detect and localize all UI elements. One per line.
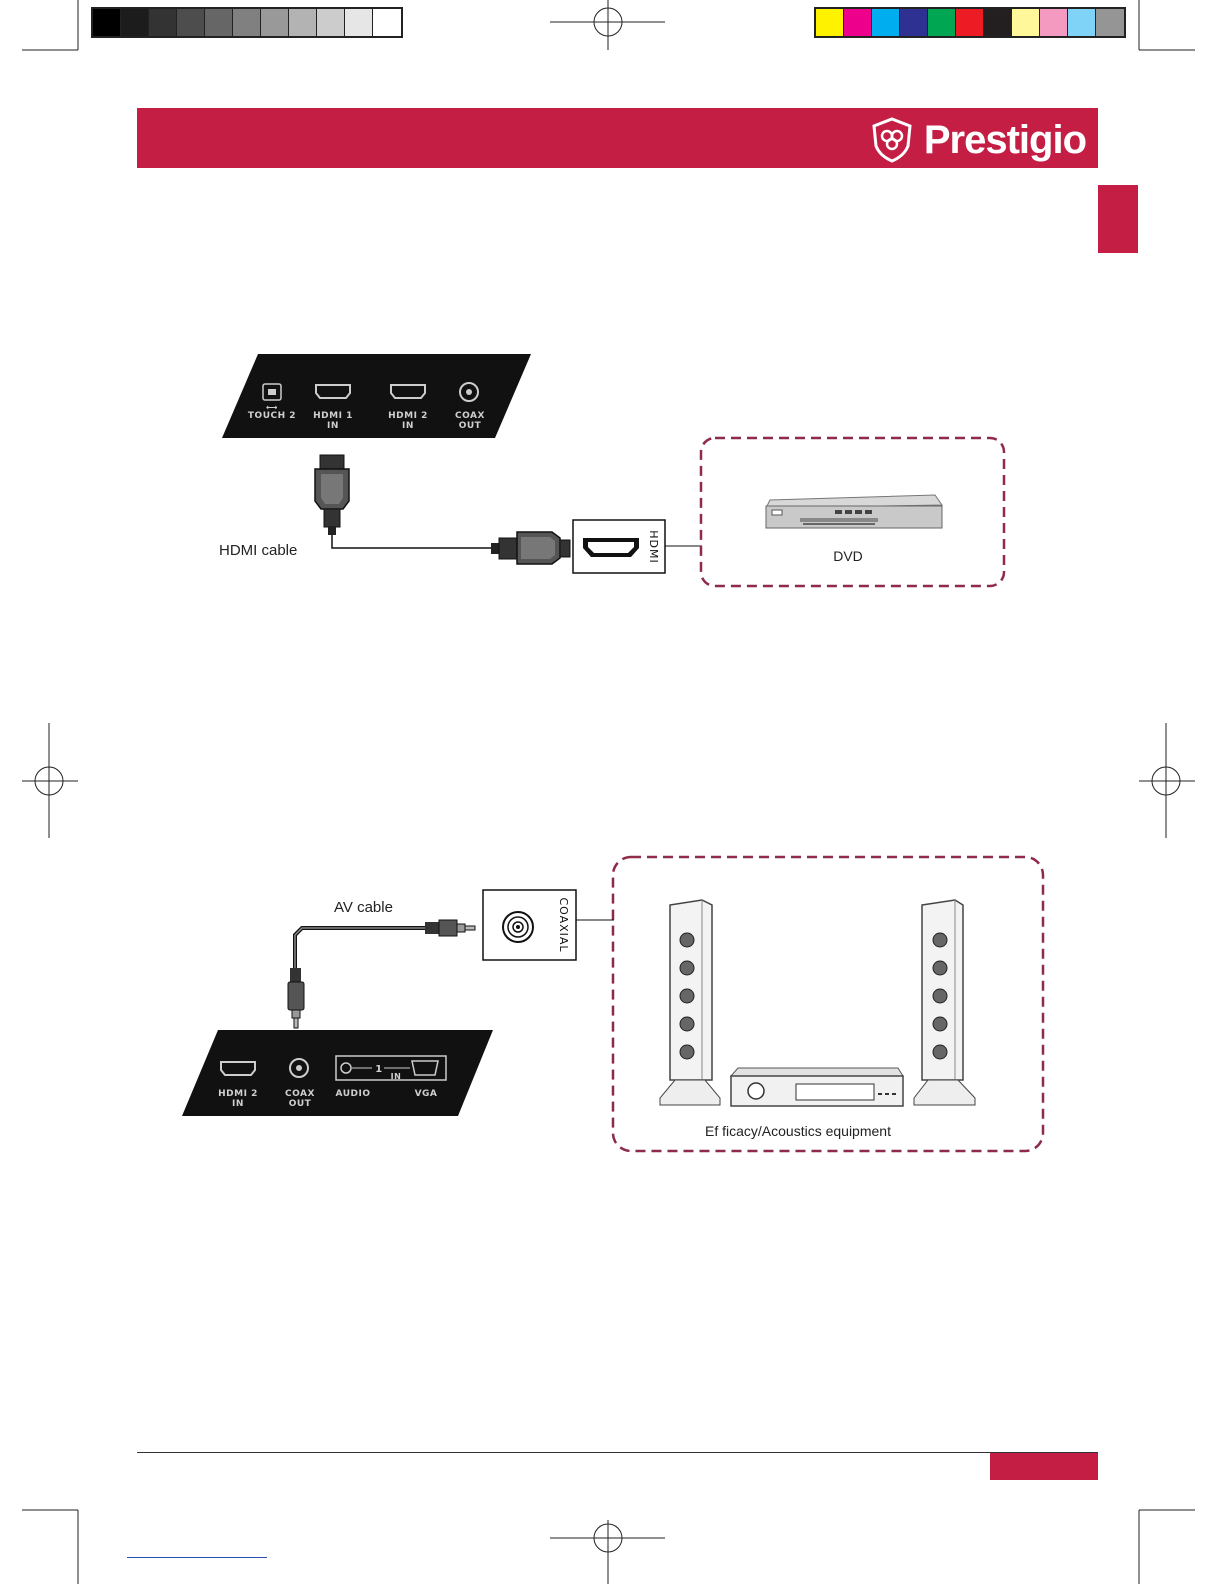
socket-label: COAXIAL — [557, 897, 570, 952]
port-label: IN — [327, 421, 339, 431]
diagram-coaxial-connection: COAXIAL 1 IN HDMI 2 IN COAX OUT AUDIO VG… — [0, 840, 1224, 1180]
speaker-icon — [660, 900, 720, 1105]
footer-divider — [137, 1452, 1098, 1453]
device-label: Ef ficacy/Acoustics equipment — [705, 1123, 891, 1139]
port-label: VGA — [415, 1089, 438, 1099]
speaker-icon — [914, 900, 975, 1105]
input-group-number: 1 — [375, 1064, 382, 1075]
rca-plug-icon — [425, 920, 475, 936]
port-label: IN — [232, 1099, 244, 1109]
rca-plug-icon — [288, 968, 304, 1028]
cable-label: AV cable — [334, 899, 393, 916]
device-label: DVD — [833, 548, 863, 564]
cable-label: HDMI cable — [219, 542, 297, 559]
footer-page-tab — [990, 1453, 1098, 1480]
dvd-player-icon — [766, 495, 942, 528]
port-label: COAX — [285, 1089, 315, 1099]
port-label: COAX — [455, 411, 485, 421]
port-label: IN — [402, 421, 414, 431]
av-cable-line — [295, 928, 425, 968]
hdmi-plug-icon — [491, 532, 570, 564]
av-cable-line — [295, 928, 425, 968]
port-label: HDMI 2 — [388, 411, 428, 421]
port-label: HDMI 1 — [313, 411, 353, 421]
hdmi-plug-icon — [315, 455, 349, 535]
port-label: OUT — [289, 1099, 312, 1109]
tv-port-panel — [222, 354, 531, 438]
hdmi-cable-line — [332, 535, 492, 548]
diagram-hdmi-connection: ⟷ TOUCH 2 HDMI 1 IN HDMI 2 IN COAX OUT — [0, 0, 1224, 640]
socket-label: HDMI — [647, 530, 660, 563]
port-label: HDMI 2 — [218, 1089, 258, 1099]
port-label: AUDIO — [336, 1089, 371, 1099]
input-group-label: IN — [391, 1072, 402, 1081]
port-label: OUT — [459, 421, 482, 431]
av-receiver-icon — [731, 1068, 903, 1106]
port-label: TOUCH 2 — [248, 411, 296, 421]
footer-underline — [127, 1557, 267, 1558]
